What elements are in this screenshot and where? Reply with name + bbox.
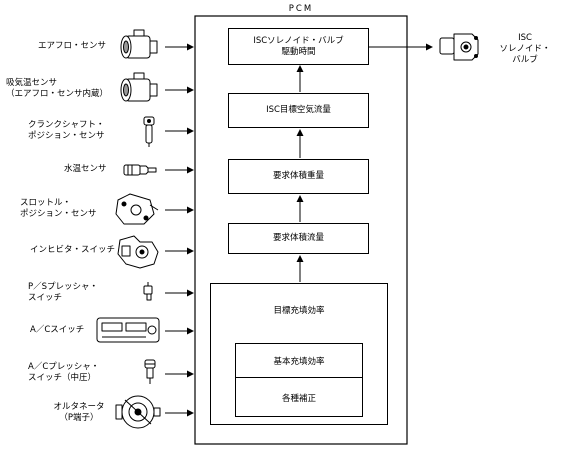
block-base-charging-efficiency: 基本充填効率 xyxy=(236,344,362,378)
isc-solenoid-valve-icon xyxy=(439,33,479,61)
alternator-icon xyxy=(115,395,161,429)
input-arrows xyxy=(165,43,194,417)
crankshaft-position-sensor-icon xyxy=(143,116,155,147)
block-corrections: 各種補正 xyxy=(281,393,316,404)
output-label-isc-solenoid-valve: ISC ソレノイド・ バルブ xyxy=(499,33,551,65)
ac-pressure-switch-icon xyxy=(144,359,156,384)
sensor-label-ac-pressure-switch: A／Cプレッシャ・ スイッチ（中圧） xyxy=(28,362,100,383)
coolant-temp-sensor-icon xyxy=(123,164,157,176)
sensor-label-crankshaft-position: クランクシャフト・ ポジション・センサ xyxy=(28,120,105,141)
sensor-label-air-flow: エアフロ・センサ xyxy=(38,41,107,51)
sensor-label-ps-pressure-switch: P／Sプレッシャ・ スイッチ xyxy=(28,282,99,303)
pcm-label: PCM xyxy=(288,4,314,14)
ac-switch-icon xyxy=(96,317,160,343)
block-isc-drive-time: ISCソレノイド・バルブ 駆動時間 xyxy=(228,28,369,65)
block-target-charging-efficiency-label: 目標充填効率 xyxy=(273,306,325,316)
block-required-volume-weight: 要求体積重量 xyxy=(228,159,369,194)
block-required-volume-flow: 要求体積流量 xyxy=(228,223,369,254)
air-flow-sensor-icon xyxy=(120,29,158,59)
block-isc-target-air-flow: ISC目標空気流量 xyxy=(228,93,369,128)
sensor-label-throttle-position: スロットル・ ポジション・センサ xyxy=(20,198,97,219)
sensor-label-intake-air-temp: 吸気温センサ （エアフロ・センサ内蔵） xyxy=(6,78,109,99)
sensor-label-inhibitor-switch: インヒビタ・スイッチ xyxy=(30,245,116,255)
intake-air-temp-sensor-icon xyxy=(120,72,158,102)
ps-pressure-switch-icon xyxy=(143,282,153,301)
inhibitor-switch-icon xyxy=(117,235,159,269)
sensor-label-alternator: オルタネータ （P端子） xyxy=(53,402,105,423)
pcm-frame xyxy=(194,15,408,445)
throttle-position-sensor-icon xyxy=(115,193,159,225)
block-target-charging-efficiency: 目標充填効率 基本充填効率 各種補正 xyxy=(210,283,388,425)
sensor-label-ac-switch: A／Cスイッチ xyxy=(30,325,85,335)
sensor-label-coolant-temp: 水温センサ xyxy=(64,164,107,174)
block-base-group: 基本充填効率 各種補正 xyxy=(235,343,363,417)
